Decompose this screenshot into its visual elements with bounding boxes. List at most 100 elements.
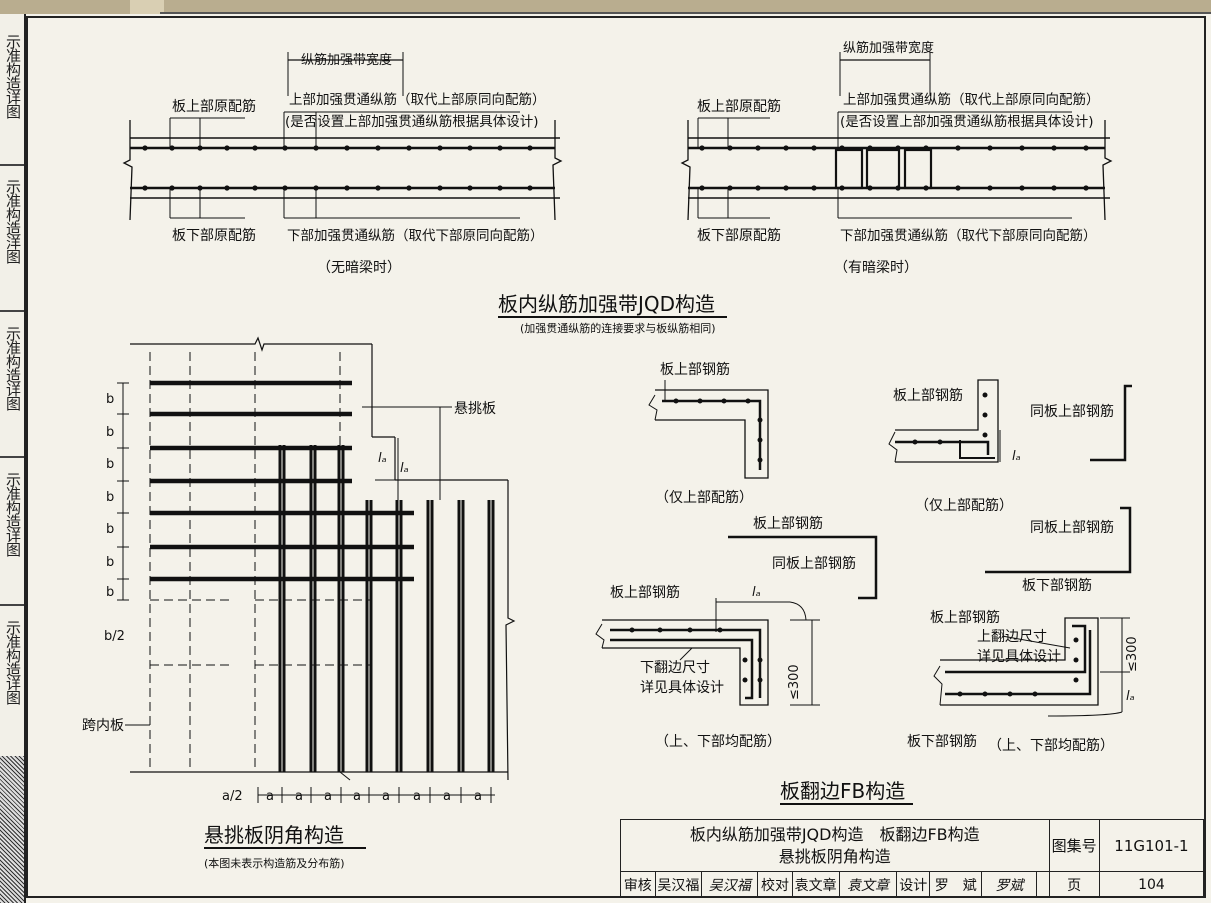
bottom-through-label-right: 下部加强贯通纵筋（取代下部原同向配筋） [840, 227, 1097, 244]
top-through-label-2: (是否设置上部加强贯通纵筋根据具体设计) [285, 113, 539, 130]
b-half-label: b/2 [104, 629, 125, 644]
svg-text:a: a [413, 789, 421, 804]
sidebar: 示准构造详图 示准构造洋图 示准构造详图 示准构造详图 示准构造详图 [0, 14, 26, 903]
fb6-caption: （上、下部均配筋） [988, 737, 1114, 754]
text-layer: 纵筋加强带宽度 板上部原配筋 上部加强贯通纵筋（取代上部原同向配筋） (是否设置… [82, 40, 1140, 870]
fb-diagram-1 [648, 380, 769, 479]
fb1-caption: （仅上部配筋） [655, 489, 753, 506]
checker-signature: 袁文章 [838, 871, 898, 898]
svg-text:b: b [106, 457, 114, 472]
fb5-la: lₐ [752, 585, 761, 600]
a-labels: a a a a a a a a [266, 789, 482, 804]
atlas-label: 图集号 [1048, 819, 1100, 872]
a-half-label: a/2 [222, 789, 243, 804]
fb4-label-side: 同板上部钢筋 [1030, 519, 1114, 536]
sidebar-item-3[interactable]: 示准构造详图 [4, 326, 22, 410]
svg-text:a: a [353, 789, 361, 804]
sidebar-scan-noise [0, 756, 24, 903]
svg-text:a: a [443, 789, 451, 804]
svg-text:b: b [106, 585, 114, 600]
inner-span-label: 跨内板 [82, 718, 124, 734]
fb6-note-2: 详见具体设计 [977, 649, 1061, 665]
svg-text:b: b [106, 425, 114, 440]
svg-text:a: a [266, 789, 274, 804]
sidebar-item-5[interactable]: 示准构造详图 [4, 620, 22, 704]
vertical-bars [278, 445, 495, 772]
band-width-label-right: 纵筋加强带宽度 [843, 40, 934, 56]
title-block: 板内纵筋加强带JQD构造 板翻边FB构造 悬挑板阴角构造 图集号 11G101-… [620, 819, 1205, 898]
la-label-2: lₐ [400, 461, 409, 476]
la-label: lₐ [378, 451, 387, 466]
svg-text:b: b [106, 555, 114, 570]
sidebar-divider [0, 456, 24, 458]
blank-cell [1036, 871, 1050, 898]
title-line-1: 板内纵筋加强带JQD构造 板翻边FB构造 [689, 824, 980, 844]
svg-text:b: b [106, 392, 114, 407]
fb2-la: lₐ [1012, 449, 1021, 464]
title-block-title: 板内纵筋加强带JQD构造 板翻边FB构造 悬挑板阴角构造 [620, 819, 1050, 872]
b-ticks [117, 382, 129, 601]
check-label: 校对 [757, 871, 793, 898]
sidebar-divider [0, 310, 24, 312]
fb1-label: 板上部钢筋 [660, 361, 730, 378]
svg-text:a: a [295, 789, 303, 804]
fb6-bottom-label: 板下部钢筋 [907, 733, 977, 750]
fb6-dim: ≤300 [1125, 636, 1140, 672]
fb2-caption: （仅上部配筋） [915, 497, 1013, 514]
a-ticks [257, 787, 492, 803]
sidebar-item-2[interactable]: 示准构造洋图 [4, 179, 22, 263]
fb3-label-side: 同板上部钢筋 [772, 555, 856, 572]
fb-title: 板翻边FB构造 [780, 779, 905, 803]
jqd-title: 板内纵筋加强带JQD构造 [498, 292, 715, 316]
sidebar-item-1[interactable]: 示准构造详图 [4, 34, 22, 118]
checker: 袁文章 [791, 871, 840, 898]
sidebar-item-4[interactable]: 示准构造详图 [4, 472, 22, 556]
fb5-note-1: 下翻边尺寸 [640, 660, 710, 676]
fb-diagram-3 [728, 535, 878, 600]
fb-diagram-6 [933, 617, 1130, 717]
svg-text:b: b [106, 490, 114, 505]
fb-diagram-2 [888, 379, 1132, 463]
top-right-diagram [680, 52, 1113, 221]
bottom-through-label: 下部加强贯通纵筋（取代下部原同向配筋） [287, 227, 544, 244]
caption-no-dark-beam: （无暗梁时） [317, 260, 401, 276]
caption-with-dark-beam: （有暗梁时） [834, 260, 918, 276]
fb6-la: lₐ [1126, 689, 1135, 704]
band-width-label: 纵筋加强带宽度 [301, 52, 392, 68]
reviewer: 吴汉福 [654, 871, 703, 898]
sidebar-divider [0, 164, 24, 166]
svg-text:a: a [324, 789, 332, 804]
fb5-label: 板上部钢筋 [610, 584, 680, 601]
top-bar [0, 0, 1211, 14]
rebar-dots-top-right [699, 145, 1089, 191]
fb4-label-bottom: 板下部钢筋 [1022, 577, 1092, 594]
fb2-side-label: 同板上部钢筋 [1030, 403, 1114, 420]
bottom-original-label-right: 板下部原配筋 [697, 227, 781, 244]
designer-signature: 罗斌 [981, 871, 1038, 898]
cantilever-title: 悬挑板阴角构造 [204, 823, 344, 847]
b-labels: b b b b b b b [106, 392, 114, 600]
review-label: 审核 [620, 871, 656, 898]
designer: 罗 斌 [929, 871, 983, 898]
drawing-frame [26, 16, 1206, 898]
fb6-note-1: 上翻边尺寸 [977, 629, 1047, 645]
top-through-label-right-2: (是否设置上部加强贯通纵筋根据具体设计) [840, 113, 1094, 130]
svg-text:a: a [474, 789, 482, 804]
top-original-label: 板上部原配筋 [172, 98, 256, 115]
page-label: 页 [1048, 871, 1100, 898]
jqd-subtitle: (加强贯通纵筋的连接要求与板纵筋相同) [520, 321, 716, 335]
cantilever-label: 悬挑板 [454, 401, 496, 417]
top-bar-tab [130, 0, 164, 14]
sidebar-divider [0, 604, 24, 606]
fb5-dim: ≤300 [787, 664, 802, 700]
svg-text:a: a [382, 789, 390, 804]
top-bar-rule [160, 12, 1211, 14]
top-through-label-1: 上部加强贯通纵筋（取代上部原同向配筋） [289, 91, 546, 108]
rebar-dots-top [142, 145, 533, 191]
top-left-diagram [122, 52, 563, 221]
fb6-label: 板上部钢筋 [930, 609, 1000, 626]
svg-text:b: b [106, 522, 114, 537]
fb-diagram-4 [985, 506, 1132, 574]
fb5-note-2: 详见具体设计 [640, 680, 724, 696]
